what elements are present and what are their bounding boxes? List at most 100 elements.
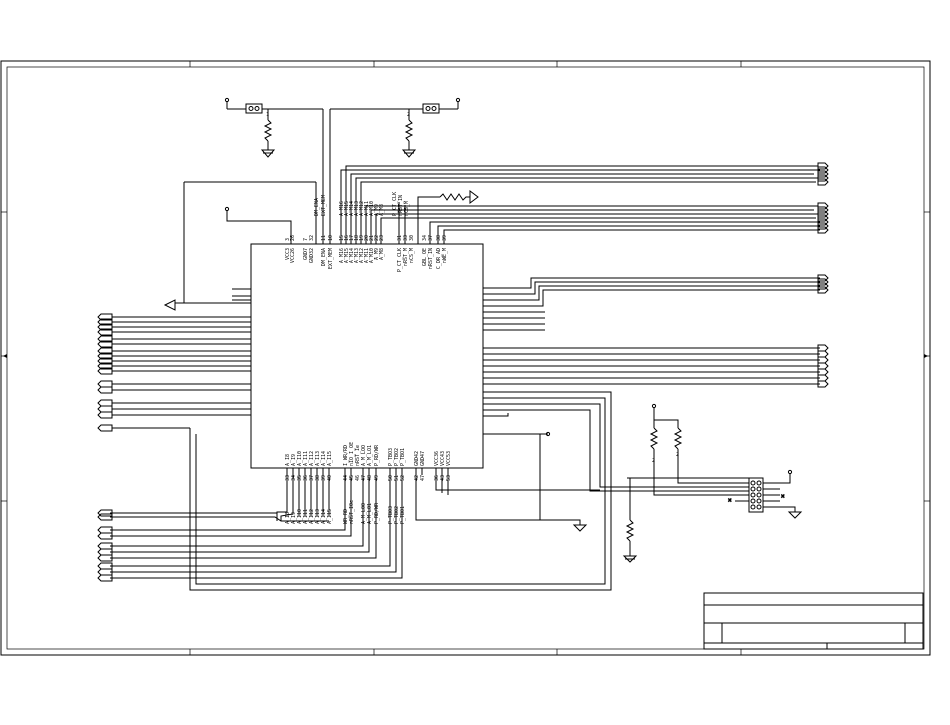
bottom-net-label: P_TBO2 xyxy=(394,506,400,524)
ic-bottom-pin-name: A_M_LOO xyxy=(361,445,367,466)
ic-bottom-pin-number: 36 xyxy=(303,475,309,481)
left-connector-arrow xyxy=(97,367,113,375)
ic-top-pin-number: 18 xyxy=(354,235,360,241)
left-connector-arrow xyxy=(97,328,113,336)
ic-top-pin-name: A_M15 xyxy=(344,248,350,263)
resistor-label-r2: 2 xyxy=(407,112,410,118)
ic-top-pin-number: 39 xyxy=(442,235,448,241)
left-connector-arrow xyxy=(97,574,113,582)
ic-top-pin-name: A_M12 xyxy=(359,248,365,263)
ic-top-pin-number: 19 xyxy=(359,235,365,241)
ic-bottom-pin-name: A_M_LO1 xyxy=(367,445,373,466)
ic-top-pin-labels: VCC33VCC2626GND77GND3232DM_ENA11EXT_MEM1… xyxy=(285,235,448,272)
top-net-label: nCS_M xyxy=(404,201,410,216)
ic-top-pin-number: 33 xyxy=(403,235,409,241)
ic-bottom-pin-number: 36 xyxy=(434,475,440,481)
ic-top-pin-number: 22 xyxy=(374,235,380,241)
ic-top-pin-number: 7 xyxy=(303,238,309,241)
svg-text:×: × xyxy=(781,493,785,500)
ic-top-pin-name: GBL_OE xyxy=(422,248,428,266)
bottom-net-label: A_I13 xyxy=(315,509,321,524)
top-net-label: A_M16 xyxy=(339,201,345,216)
ic-top-pin-name: VCC3 xyxy=(285,248,291,260)
left-connector-arrow xyxy=(97,568,113,576)
right-connector-arrow xyxy=(817,178,829,186)
right-connector-arrow xyxy=(817,374,829,382)
ic-top-pin-name: P_CT_CLK xyxy=(397,248,403,272)
right-connector-arrow xyxy=(817,344,829,352)
right-side-wiring xyxy=(189,277,820,591)
ic-bottom-pin-name: GND47 xyxy=(420,451,426,466)
ic-top-pin-number: 21 xyxy=(369,235,375,241)
right-connector-arrow xyxy=(817,362,829,370)
ic-top-pin-number: 10 xyxy=(328,235,334,241)
ic-top-pin-number: 34 xyxy=(422,235,428,241)
ic-top-pin-number: 26 xyxy=(290,235,296,241)
ic-top-pin-number: 3 xyxy=(285,238,291,241)
resistor-labels: 1 2 2 2 xyxy=(266,112,679,464)
ic-bottom-pin-name: A_I14 xyxy=(321,451,327,466)
bottom-net-label: WR_RD xyxy=(343,509,349,524)
ic-bottom-pin-number: 45 xyxy=(349,475,355,481)
ic-top-pin-number: 15 xyxy=(339,235,345,241)
ic-bottom-pin-number: 43 xyxy=(440,475,446,481)
ic-bottom-pin-number: 46 xyxy=(355,475,361,481)
ic-top-pin-name: DM_ENA xyxy=(321,248,327,266)
top-net-label: A_M10 xyxy=(369,201,375,216)
ic-bottom-pin-name: P_TBO3 xyxy=(388,448,394,466)
ic-top-pin-name: GND32 xyxy=(309,248,315,263)
right-connector-arrow xyxy=(817,286,829,294)
bottom-right-header-circuit: × × xyxy=(622,403,803,563)
ic-bottom-pin-labels: A_I833A_I934A_I1035A_I1136A_I1237A_I1338… xyxy=(285,442,452,481)
ic-top-pin-number: 17 xyxy=(349,235,355,241)
right-connector-arrow xyxy=(817,350,829,358)
ic-bottom-pin-name: VCC53 xyxy=(446,451,452,466)
bottom-ic-wiring xyxy=(110,468,600,579)
ic-bottom-pin-number: 34 xyxy=(291,475,297,481)
ic-bottom-pin-name: nIO_I_OE xyxy=(349,442,355,466)
ic-bottom-pin-name: A_I10 xyxy=(297,451,303,466)
bottom-net-label: A_I8 xyxy=(285,512,291,524)
top-bus-wiring xyxy=(340,165,820,244)
bottom-net-label: A_I15 xyxy=(327,509,333,524)
top-net-label: DM_ENA xyxy=(314,198,320,216)
left-connector-arrow xyxy=(97,513,113,521)
ic-bottom-pin-number: 52 xyxy=(400,475,406,481)
left-connector-arrow xyxy=(97,542,113,550)
ic-top-pin-name: nRST_M xyxy=(403,248,409,266)
ic-bottom-pin-name: A_I11 xyxy=(303,451,309,466)
top-net-label: A_M14 xyxy=(349,201,355,216)
ic-bottom-pin-number: 50 xyxy=(388,475,394,481)
bottom-net-label: A_I11 xyxy=(303,509,309,524)
ic-bottom-pin-number: 40 xyxy=(327,475,333,481)
ic-top-pin-name: GND7 xyxy=(303,248,309,260)
bottom-net-label: P_TBO1 xyxy=(400,506,406,524)
ic-top-pin-number: 37 xyxy=(428,235,434,241)
ic-bottom-pin-name: P_TBO1 xyxy=(400,448,406,466)
ic-top-pin-name: nRST_IN xyxy=(428,248,434,269)
ic-bottom-pin-number: 44 xyxy=(343,475,349,481)
ic-bottom-pin-number: 39 xyxy=(321,475,327,481)
bottom-net-label: A_M_LOO xyxy=(361,503,367,524)
left-connector-arrow xyxy=(97,386,113,394)
left-connector-arrow xyxy=(97,399,113,407)
ic-bottom-pin-name: VCC36 xyxy=(434,451,440,466)
left-connector-arrows xyxy=(97,313,113,582)
ic-bottom-pin-number: 47 xyxy=(361,475,367,481)
right-connector-arrow xyxy=(817,356,829,364)
ic-top-pin-name: A_M14 xyxy=(349,248,355,263)
ic-top-pin-name: VCC26 xyxy=(290,248,296,263)
resistor-label-r3: 2 xyxy=(652,458,655,464)
left-power-wiring xyxy=(163,181,317,311)
ic-top-pin-name: A_M9 xyxy=(374,248,380,260)
bottom-net-label: A_I12 xyxy=(309,509,315,524)
bottom-net-label: P_TBO3 xyxy=(388,506,394,524)
ic-top-pin-name: A_M11 xyxy=(364,248,370,263)
left-connector-arrow xyxy=(97,380,113,388)
ic-bottom-pin-number: 47 xyxy=(420,475,426,481)
ic-bottom-pin-name: A_I13 xyxy=(315,451,321,466)
top-net-label: A_M13 xyxy=(354,201,360,216)
right-connector-arrow xyxy=(817,368,829,376)
bottom-net-label: A_M_LO1 xyxy=(367,503,373,524)
